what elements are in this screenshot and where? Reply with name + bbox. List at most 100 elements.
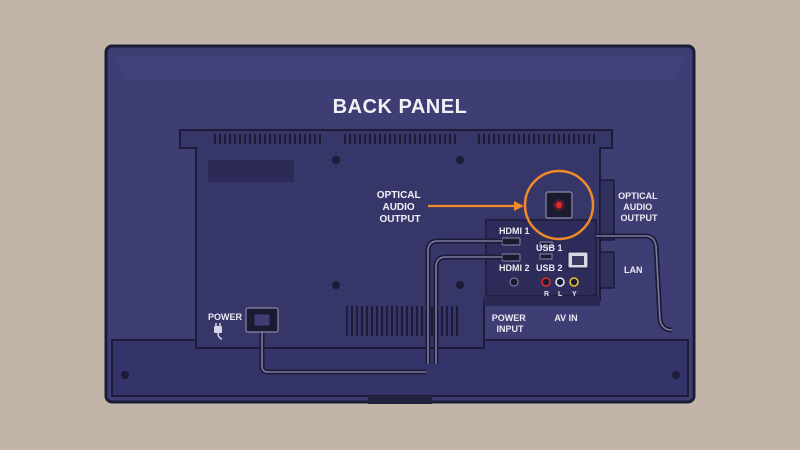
vent-slat [419,134,421,144]
vent-slat [384,134,386,144]
optical-highlight-ring [523,169,595,241]
vent-slat [401,306,403,336]
vent-slat [538,134,540,144]
av-in-label: AV IN [554,313,577,323]
vent-slat [289,134,291,144]
vent-slat [299,134,301,144]
vent-slat [279,134,281,144]
power-input-label: POWER INPUT [492,313,529,334]
vent-slat [224,134,226,144]
hdmi-1-port [501,237,521,246]
hdmi-2-label: HDMI 2 [499,263,530,273]
power-input-jack [509,277,519,287]
vent-slat [244,134,246,144]
vent-slat [446,306,448,336]
hdmi-cable-1-core [427,240,502,364]
vent-slat [493,134,495,144]
vent-slat [404,134,406,144]
vent-slat [374,134,376,144]
vent-slat [593,134,595,144]
arrow-head-icon [514,201,524,211]
screw [672,371,680,379]
vent-slat [214,134,216,144]
vent-slat [379,134,381,144]
vent-slat [563,134,565,144]
vent-slat [583,134,585,144]
vent-slat [558,134,560,144]
vent-slat [396,306,398,336]
screw [121,371,129,379]
av-l-label: L [558,291,563,298]
av-jack-l [555,277,565,287]
vent-slat [381,306,383,336]
vent-slat [456,306,458,336]
vent-slat [366,306,368,336]
av-jack-r [541,277,551,287]
vent-slat [518,134,520,144]
vent-slat [369,134,371,144]
screw [332,156,340,164]
power-label: POWER [208,312,243,322]
vent-slat [508,134,510,144]
vent-slat [528,134,530,144]
vent-slat [376,306,378,336]
vent-slat [361,306,363,336]
vent-slat [488,134,490,144]
vent-slat [449,134,451,144]
vent-slat [351,306,353,336]
power-socket-inner [253,313,271,327]
side-mount-upper [599,179,615,241]
vent-slat [219,134,221,144]
hdmi-1-label: HDMI 1 [499,226,530,236]
bottom-vents [346,306,458,336]
top-vents [214,134,595,144]
vent-slat [346,306,348,336]
vent-slat [399,134,401,144]
vent-slat [371,306,373,336]
vent-slat [354,134,356,144]
vent-slat [254,134,256,144]
lan-cable-core [596,235,673,331]
side-mount-lower [599,251,615,289]
vent-slat [359,134,361,144]
optical-callout-label: OPTICAL AUDIO OUTPUT [377,190,424,225]
vent-slat [344,134,346,144]
vent-slat [543,134,545,144]
lan-label: LAN [624,265,643,275]
vent-slat [234,134,236,144]
vent-slat [444,134,446,144]
vent-slat [498,134,500,144]
label-plate [208,160,294,182]
vent-slat [451,306,453,336]
vent-slat [394,134,396,144]
av-jack-y [569,277,579,287]
vent-slat [264,134,266,144]
vent-slat [314,134,316,144]
vent-slat [553,134,555,144]
vent-slat [429,134,431,144]
vent-slat [478,134,480,144]
optical-glow [553,199,565,211]
vent-slat [386,306,388,336]
vent-slat [483,134,485,144]
hdmi-cable-2-core [435,256,502,364]
vent-slat [533,134,535,144]
vent-slat [503,134,505,144]
vent-slat [389,134,391,144]
vent-slat [454,134,456,144]
vent-slat [568,134,570,144]
vent-slat [269,134,271,144]
vent-slat [588,134,590,144]
vent-slat [304,134,306,144]
vent-slat [239,134,241,144]
usb-1-port [539,241,553,248]
vent-slat [513,134,515,144]
usb-2-port [539,253,553,260]
vent-slat [364,134,366,144]
vent-slat [414,134,416,144]
power-cord-core [261,332,426,373]
usb-2-label: USB 2 [536,263,563,273]
lower-port-strip [484,296,600,306]
hdmi-2-port [501,253,521,262]
